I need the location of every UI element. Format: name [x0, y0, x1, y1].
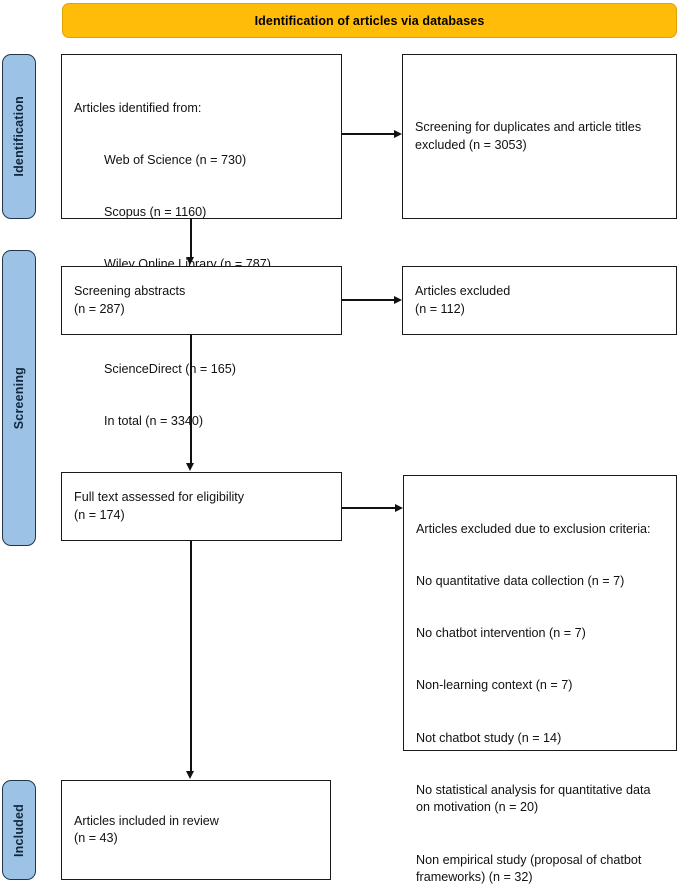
box-articles-excluded-abstracts: Articles excluded (n = 112): [402, 266, 677, 335]
screening-abstracts-count: (n = 287): [74, 301, 125, 316]
connector-screening-to-excluded: [342, 299, 396, 301]
included-label: Articles included in review: [74, 813, 219, 828]
included-count: (n = 43): [74, 831, 118, 845]
excluded-abstracts-label: Articles excluded: [415, 284, 511, 299]
stage-label-screening-text: Screening: [12, 366, 26, 430]
box-duplicates-excluded: Screening for duplicates and article tit…: [402, 54, 677, 219]
stage-label-identification: Identification: [2, 54, 36, 219]
excluded-abstracts-count: (n = 112): [415, 301, 465, 316]
excluded-criterion-non-learning-context: Non-learning context (n = 7): [416, 678, 573, 693]
arrow-right-icon-screening-to-excluded: [394, 295, 402, 304]
diagram-header-title: Identification of articles via databases: [254, 13, 485, 28]
arrow-right-icon-identified-to-duplicates: [394, 129, 402, 138]
connector-fulltext-to-included: [190, 541, 192, 772]
stage-label-included-text: Included: [12, 803, 26, 857]
stage-label-screening: Screening: [2, 250, 36, 546]
identified-source-sciencedirect: ScienceDirect (n = 165): [104, 361, 236, 376]
identified-source-scopus: Scopus (n = 1160): [104, 205, 207, 220]
connector-screening-to-fulltext: [190, 335, 192, 464]
identified-source-web-of-science: Web of Science (n = 730): [104, 153, 247, 168]
full-text-label: Full text assessed for eligibility: [74, 490, 245, 505]
box-articles-included: Articles included in review (n = 43): [61, 780, 331, 880]
arrow-down-icon-fulltext-to-included: [186, 771, 194, 779]
box-articles-identified: Articles identified from: Web of Science…: [61, 54, 342, 428]
arrow-down-icon-screening-to-fulltext: [186, 463, 194, 471]
connector-fulltext-to-excluded-criteria: [342, 507, 397, 509]
connector-identified-to-screening: [190, 219, 192, 258]
excluded-criteria-heading: Articles excluded due to exclusion crite…: [416, 521, 651, 536]
identified-heading: Articles identified from:: [74, 100, 202, 115]
excluded-criterion-non-empirical-study: Non empirical study (proposal of chatbot…: [416, 852, 645, 884]
connector-identified-to-duplicates: [342, 133, 396, 135]
screening-abstracts-label: Screening abstracts: [74, 284, 186, 299]
box-full-text-assessed: Full text assessed for eligibility (n = …: [61, 472, 342, 541]
stage-label-included: Included: [2, 780, 36, 880]
diagram-header-banner: Identification of articles via databases: [62, 3, 677, 38]
excluded-criterion-no-chatbot-intervention: No chatbot intervention (n = 7): [416, 626, 586, 641]
arrow-down-icon-identified-to-screening: [186, 257, 194, 265]
box-articles-excluded-criteria: Articles excluded due to exclusion crite…: [403, 475, 677, 884]
excluded-criterion-no-quantitative-data: No quantitative data collection (n = 7): [416, 574, 625, 589]
arrow-right-icon-fulltext-to-excluded-criteria: [395, 503, 403, 512]
full-text-count: (n = 174): [74, 507, 125, 522]
excluded-criterion-no-statistical-analysis: No statistical analysis for quantitative…: [416, 782, 655, 815]
stage-label-identification-text: Identification: [12, 96, 26, 177]
excluded-criterion-not-chatbot-study: Not chatbot study (n = 14): [416, 730, 562, 745]
box-screening-abstracts: Screening abstracts (n = 287): [61, 266, 342, 335]
duplicates-text: Screening for duplicates and article tit…: [415, 120, 645, 152]
identified-source-total: In total (n = 3340): [104, 414, 204, 429]
